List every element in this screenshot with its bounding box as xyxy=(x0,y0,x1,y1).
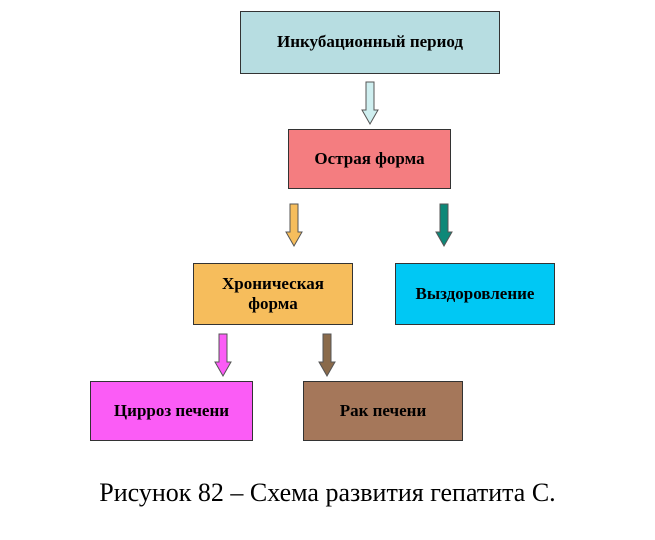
node-liver-cancer-label: Рак печени xyxy=(339,400,427,420)
arrow-down-icon xyxy=(214,333,232,378)
figure-caption: Рисунок 82 – Схема развития гепатита С. xyxy=(99,478,556,507)
node-liver-cancer: Рак печени xyxy=(303,381,463,441)
arrow-shape xyxy=(435,203,453,248)
arrow-down-icon xyxy=(285,203,303,248)
arrow-shape xyxy=(318,333,336,378)
arrow-down-icon xyxy=(361,81,379,126)
arrow-shape xyxy=(214,333,232,378)
node-chronic-form: Хроническая форма xyxy=(193,263,353,325)
node-liver-cirrhosis-label: Цирроз печени xyxy=(113,400,230,420)
node-acute-form-label: Острая форма xyxy=(314,148,425,168)
node-liver-cirrhosis: Цирроз печени xyxy=(90,381,253,441)
node-recovery-label: Выздоровление xyxy=(415,283,535,303)
node-incubation-period-label: Инкубационный период xyxy=(276,32,464,52)
node-recovery: Выздоровление xyxy=(395,263,555,325)
arrow-shape xyxy=(285,203,303,248)
arrow-shape xyxy=(361,81,379,126)
arrow-down-icon xyxy=(318,333,336,378)
arrow-down-icon xyxy=(435,203,453,248)
node-acute-form: Острая форма xyxy=(288,129,451,189)
node-chronic-form-label: Хроническая форма xyxy=(222,273,324,313)
node-incubation-period: Инкубационный период xyxy=(240,11,500,74)
